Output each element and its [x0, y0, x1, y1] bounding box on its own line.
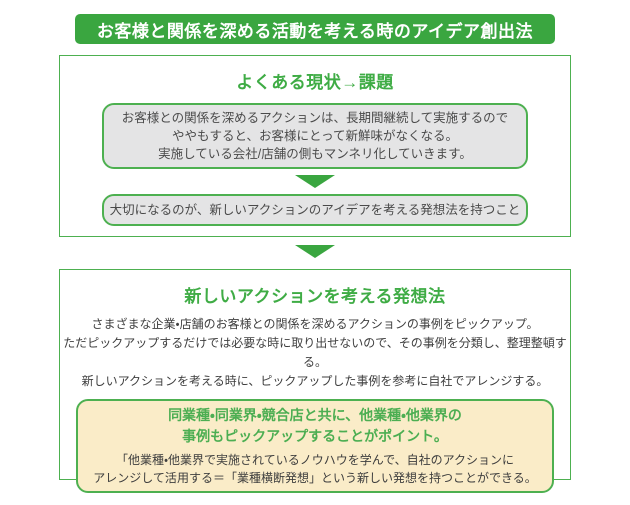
current-situation-panel: よくある現状→課題 お客様との関係を深めるアクションは、長期間継続して実施するの…: [59, 55, 571, 237]
down-arrow-icon: [295, 245, 335, 258]
page: お客様と関係を深める活動を考える時のアイデア創出法 よくある現状→課題 お客様と…: [0, 14, 630, 505]
detail-line: 「他業種・他業界で実施されているノウハウを学んで、自社のアクションに: [115, 453, 515, 467]
down-arrow-icon: [295, 175, 335, 188]
key-point-text: 同業種・同業界・競合店と共に、他業種・他業界の 事例もピックアップすることがポイ…: [78, 405, 552, 447]
problem-box: お客様との関係を深めるアクションは、長期間継続して実施するので ややもすると、お…: [102, 103, 528, 169]
idea-method-panel: 新しいアクションを考える発想法 さまざまな企業・店舗のお客様との関係を深めるアク…: [59, 269, 571, 493]
key-point-line: 同業種・同業界・競合店と共に、他業種・他業界の: [168, 407, 462, 423]
conclusion-box: 大切になるのが、新しいアクションのアイデアを考える発想法を持つこと: [102, 194, 528, 226]
method-line: ただピックアップするだけでは必要な時に取り出せないので、その事例を分類し、整理整…: [63, 336, 567, 369]
key-point-detail: 「他業種・他業界で実施されているノウハウを学んで、自社のアクションに アレンジし…: [78, 451, 552, 487]
key-point-box: 同業種・同業界・競合店と共に、他業種・他業界の 事例もピックアップすることがポイ…: [76, 399, 554, 493]
panel2-title: 新しいアクションを考える発想法: [184, 287, 446, 306]
problem-line: 実施している会社/店舗の側もマンネリ化していきます。: [158, 147, 472, 161]
header-title: お客様と関係を深める活動を考える時のアイデア創出法: [96, 21, 534, 41]
detail-line: アレンジして活用する＝「業種横断発想」という新しい発想を持つことができる。: [93, 471, 537, 485]
conclusion-line: 大切になるのが、新しいアクションのアイデアを考える発想法を持つこと: [109, 203, 521, 217]
problem-line: ややもすると、お客様にとって新鮮味がなくなる。: [171, 129, 458, 143]
problem-line: お客様との関係を深めるアクションは、長期間継続して実施するので: [121, 111, 509, 125]
panel1-title: よくある現状→課題: [236, 73, 394, 92]
header-banner: お客様と関係を深める活動を考える時のアイデア創出法: [75, 14, 555, 44]
method-line: 新しいアクションを考える時に、ピックアップした事例を参考に自社でアレンジする。: [81, 374, 549, 388]
method-line: さまざまな企業・店舗のお客様との関係を深めるアクションの事例をピックアップ。: [91, 317, 539, 331]
method-description: さまざまな企業・店舗のお客様との関係を深めるアクションの事例をピックアップ。 た…: [60, 315, 570, 391]
key-point-line: 事例もピックアップすることがポイント。: [182, 428, 448, 444]
